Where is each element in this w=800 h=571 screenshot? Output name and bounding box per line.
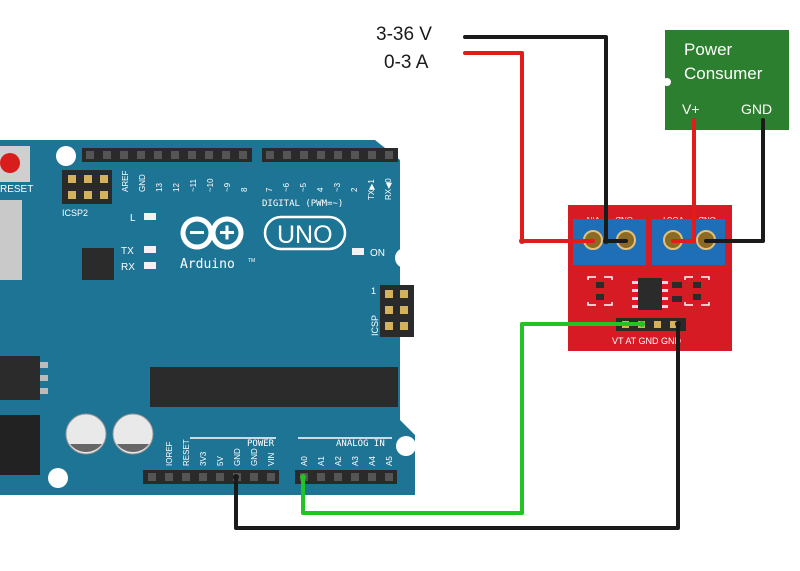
module-pin-header xyxy=(616,318,686,331)
pin-label-2: 2 xyxy=(350,187,359,192)
consumer-gnd-wire xyxy=(704,118,765,243)
pin-label-gnd: GND xyxy=(138,174,147,192)
digital-label: DIGITAL (PWM=~) xyxy=(262,199,343,209)
led-l xyxy=(144,213,156,220)
power-consumer: Power Consumer V+ GND xyxy=(663,30,789,130)
supply-gnd-wire xyxy=(463,35,628,243)
pin-label-5: ~5 xyxy=(299,182,308,192)
pin-label-aref: AREF xyxy=(121,171,130,192)
pin-label-11: ~11 xyxy=(189,178,198,192)
pin-label-9: ~9 xyxy=(223,182,232,192)
pin-label-a3: A3 xyxy=(351,456,360,466)
consumer-gnd-label: GND xyxy=(741,101,772,117)
pin-label-13: 13 xyxy=(155,183,164,192)
led-l-label: L xyxy=(130,213,136,224)
pin-label-4: 4 xyxy=(316,187,325,192)
supply-voltage-label: 3-36 V xyxy=(376,24,432,45)
consumer-title-line1: Power xyxy=(684,40,733,59)
pin-label-7: 7 xyxy=(265,187,274,192)
icsp-pin1-label: 1 xyxy=(371,286,376,296)
supply-current-label: 0-3 A xyxy=(384,52,429,73)
pin-label-a2: A2 xyxy=(334,456,343,466)
arduino-tm: TM xyxy=(248,258,255,264)
arduino-logo: Arduino TM xyxy=(180,216,255,272)
pin-label-a1: A1 xyxy=(317,456,326,466)
pin-label-6: ~6 xyxy=(282,182,291,192)
consumer-vplus-label: V+ xyxy=(682,101,700,117)
pin-label-10: ~10 xyxy=(206,178,215,192)
led-tx xyxy=(144,246,156,253)
pin-label-reset: RESET xyxy=(182,439,191,466)
supply-positive-wire xyxy=(463,51,595,243)
usb-chip xyxy=(82,248,114,280)
sensor-ic xyxy=(638,278,662,310)
uno-label: UNO xyxy=(277,221,333,249)
arduino-brand: Arduino xyxy=(180,257,235,272)
consumer-box xyxy=(665,30,789,130)
mounting-hole xyxy=(396,436,416,456)
pin-label-8: 8 xyxy=(240,187,249,192)
power-label: POWER xyxy=(247,439,275,449)
pin-label-gnd2: GND xyxy=(250,448,259,466)
analog-header xyxy=(295,470,397,484)
consumer-vplus-wire xyxy=(671,118,696,243)
signal-wire-a0 xyxy=(301,322,644,515)
digital-header-right xyxy=(262,148,398,162)
consumer-title-line2: Consumer xyxy=(684,64,763,83)
led-on-label: ON xyxy=(370,248,385,259)
pin-label-5v: 5V xyxy=(216,456,225,466)
led-on xyxy=(352,248,364,255)
led-tx-label: TX xyxy=(121,246,134,257)
led-rx xyxy=(144,262,156,269)
atmega-chip xyxy=(150,367,398,407)
module-bottom-labels: VT AT GND GND xyxy=(612,336,682,346)
mounting-hole xyxy=(48,468,68,488)
pin-label-a5: A5 xyxy=(385,456,394,466)
arduino-uno-board: RESET ICSP2 AREF GND 13 12 ~11 xyxy=(0,140,416,495)
arduino-infinity-icon xyxy=(180,216,244,250)
ground-wire-arduino xyxy=(234,322,680,530)
usb-connector xyxy=(0,200,22,280)
reset-button xyxy=(0,153,20,173)
wires xyxy=(234,35,765,530)
power-header xyxy=(143,470,279,484)
voltage-regulator xyxy=(0,356,40,400)
icsp-label: ICSP xyxy=(370,315,380,336)
pin-label-rx0: RX◀0 xyxy=(384,178,393,200)
pin-label-vin: VIN xyxy=(267,452,276,466)
mounting-hole xyxy=(395,248,415,268)
mounting-hole xyxy=(56,146,76,166)
pin-label-ioref: IOREF xyxy=(165,441,174,466)
analog-label: ANALOG IN xyxy=(336,439,385,449)
pin-label-gnd1: GND xyxy=(233,448,242,466)
pin-label-3v3: 3V3 xyxy=(199,451,208,466)
icsp2-label: ICSP2 xyxy=(62,208,88,218)
led-rx-label: RX xyxy=(121,262,135,273)
pin-label-tx1: TX▶1 xyxy=(367,179,376,200)
pin-label-3: ~3 xyxy=(333,182,342,192)
pin-label-a0: A0 xyxy=(300,456,309,466)
uno-badge xyxy=(263,215,347,251)
reset-label: RESET xyxy=(0,184,33,195)
pin-label-12: 12 xyxy=(172,183,181,192)
pin-label-a4: A4 xyxy=(368,456,377,466)
dc-jack xyxy=(0,415,40,475)
current-sensor-module: VIN GND VOUT GND VT AT GND GND xyxy=(568,205,732,351)
